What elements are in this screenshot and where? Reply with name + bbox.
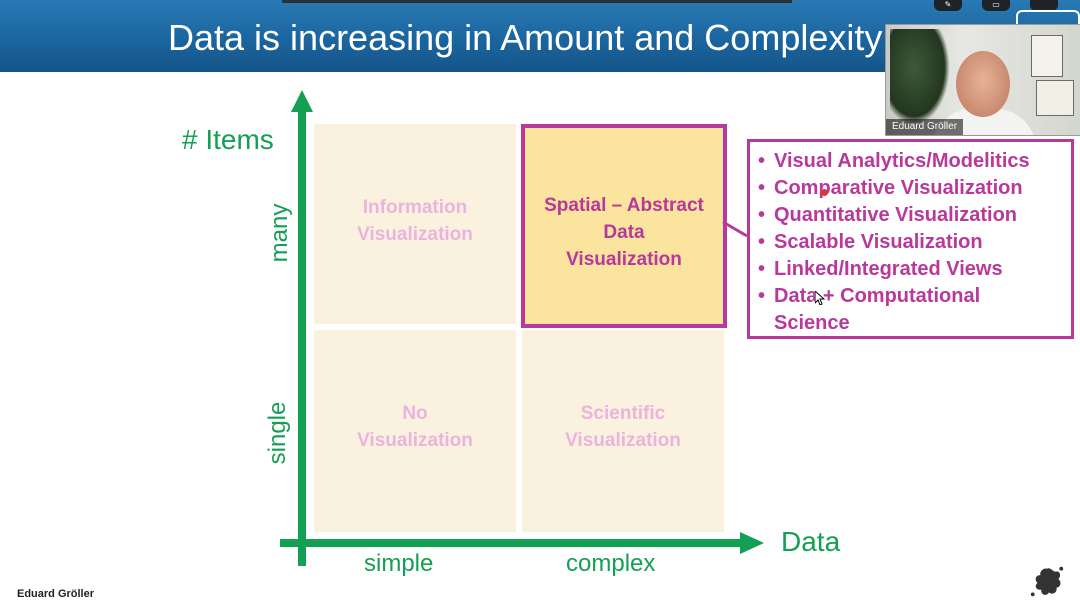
y-tick-many: many: [266, 203, 293, 263]
quadrant-label-line: Spatial – Abstract: [544, 195, 704, 216]
laser-pointer-dot: [821, 189, 828, 196]
callout-item: Quantitative Visualization: [758, 202, 1071, 229]
quadrant-label-line: Data: [603, 222, 645, 243]
quadrant-label: No Visualization: [314, 400, 516, 454]
x-tick-complex: complex: [566, 550, 656, 577]
callout-item: Visual Analytics/Modelitics: [758, 148, 1071, 175]
mouse-cursor-icon: [815, 291, 825, 305]
callout-item: Linked/Integrated Views: [758, 256, 1071, 283]
meeting-top-bar: [282, 0, 792, 3]
window-icon[interactable]: ▭: [982, 0, 1010, 11]
video-wall-frame: [1036, 80, 1074, 116]
callout-item: Data + Computational: [758, 283, 1071, 310]
y-axis-arrowhead: [291, 90, 313, 112]
participant-video[interactable]: Eduard Gröller: [885, 24, 1080, 136]
quadrant-label-line: Scientific: [580, 403, 666, 424]
quadrant-label-line: Visualization: [566, 249, 682, 270]
callout-list: Visual Analytics/Modelitics Comparative …: [750, 142, 1071, 337]
quadrant-label-line: No: [402, 403, 428, 424]
x-tick-simple: simple: [364, 550, 434, 577]
captions-icon[interactable]: ✎: [934, 0, 962, 11]
y-axis-title: # Items: [182, 124, 274, 155]
quadrant-label-line: Visualization: [357, 224, 473, 245]
callout-box: Visual Analytics/Modelitics Comparative …: [747, 139, 1074, 339]
dark-control-icon[interactable]: [1030, 0, 1058, 11]
slide-title: Data is increasing in Amount and Complex…: [168, 17, 883, 58]
institute-logo: [1016, 10, 1080, 26]
quadrant-top-right-highlighted: Spatial – Abstract Data Visualization: [521, 124, 727, 328]
quadrant-label-line: Information: [362, 197, 468, 218]
callout-item-continuation: Science: [774, 312, 850, 334]
participant-name-label: Eduard Gröller: [886, 119, 964, 135]
quadrant-label-line: Visualization: [357, 430, 473, 451]
quadrant-bottom-right: Scientific Visualization: [522, 330, 724, 532]
callout-item: Scalable Visualization: [758, 229, 1071, 256]
x-axis-title: Data: [781, 526, 841, 557]
callout-item: Comparative Visualization: [758, 175, 1071, 202]
quadrant-bottom-left: No Visualization: [314, 330, 516, 532]
callout-connector: [722, 220, 748, 238]
highlighted-quadrant-label: Spatial – Abstract Data Visualization: [519, 192, 729, 273]
y-tick-single: single: [264, 401, 291, 465]
quadrant-label: Scientific Visualization: [522, 400, 724, 454]
quadrant-label: Information Visualization: [314, 194, 516, 248]
video-person-head: [956, 51, 1010, 117]
quadrant-top-left: Information Visualization: [314, 124, 516, 324]
quadrant-label-line: Visualization: [565, 430, 681, 451]
video-plant: [890, 29, 950, 125]
splat-logo-icon: [1030, 566, 1064, 597]
slide-footer-author: Eduard Gröller: [17, 588, 95, 600]
x-axis-arrowhead: [740, 532, 764, 554]
video-wall-frame: [1031, 35, 1063, 77]
